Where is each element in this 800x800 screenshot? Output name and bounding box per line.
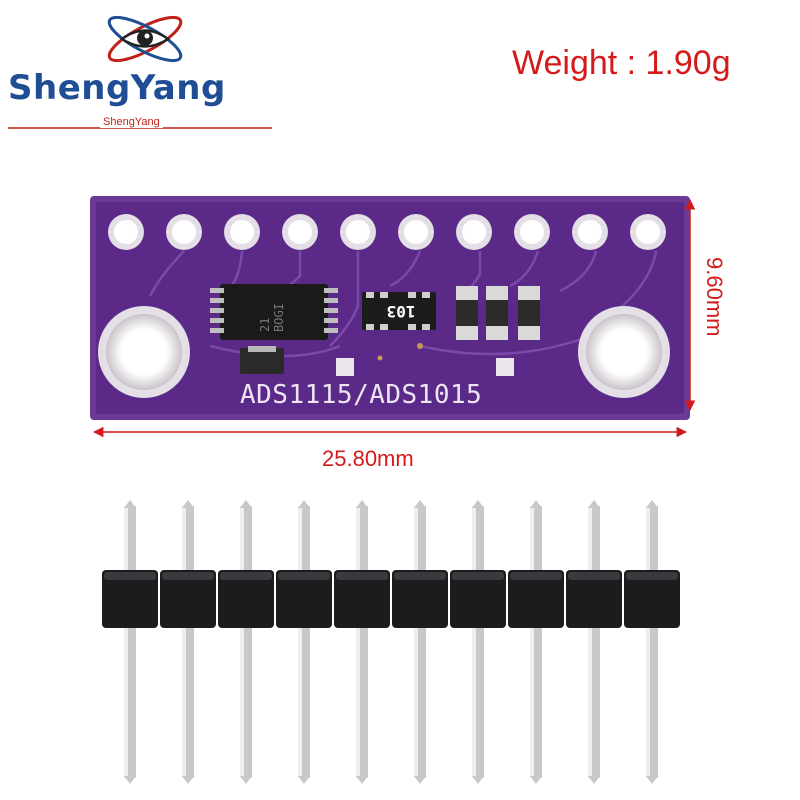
board-pin-hole (282, 214, 318, 250)
board-pin-hole (572, 214, 608, 250)
board-pin-hole (630, 214, 666, 250)
board-pin-hole (224, 214, 260, 250)
header-pin (566, 500, 622, 784)
header-pin (392, 500, 448, 784)
header-pin (218, 500, 274, 784)
brand-name: ShengYang (8, 68, 226, 108)
board-pin-hole (398, 214, 434, 250)
eye-orbit-icon (107, 15, 183, 63)
board-label: ADS1115/ADS1015 (240, 380, 483, 410)
board-pin-hole (340, 214, 376, 250)
board-pin-hole (456, 214, 492, 250)
board-pin-hole (108, 214, 144, 250)
header-pin (334, 500, 390, 784)
brand-underline (8, 127, 272, 129)
header-pin (508, 500, 564, 784)
header-pin (276, 500, 332, 784)
pin-header (102, 500, 680, 784)
weight-label: Weight : 1.90g (512, 44, 731, 82)
pcb-board (90, 196, 690, 420)
header-pin (102, 500, 158, 784)
height-dimension: 9.60mm (702, 257, 727, 337)
board-pin-hole (166, 214, 202, 250)
header-pin (160, 500, 216, 784)
brand-tagline: ShengYang (100, 116, 163, 128)
header-pin (624, 500, 680, 784)
board-pin-hole (514, 214, 550, 250)
width-dimension: 25.80mm (322, 446, 414, 471)
header-pin (450, 500, 506, 784)
